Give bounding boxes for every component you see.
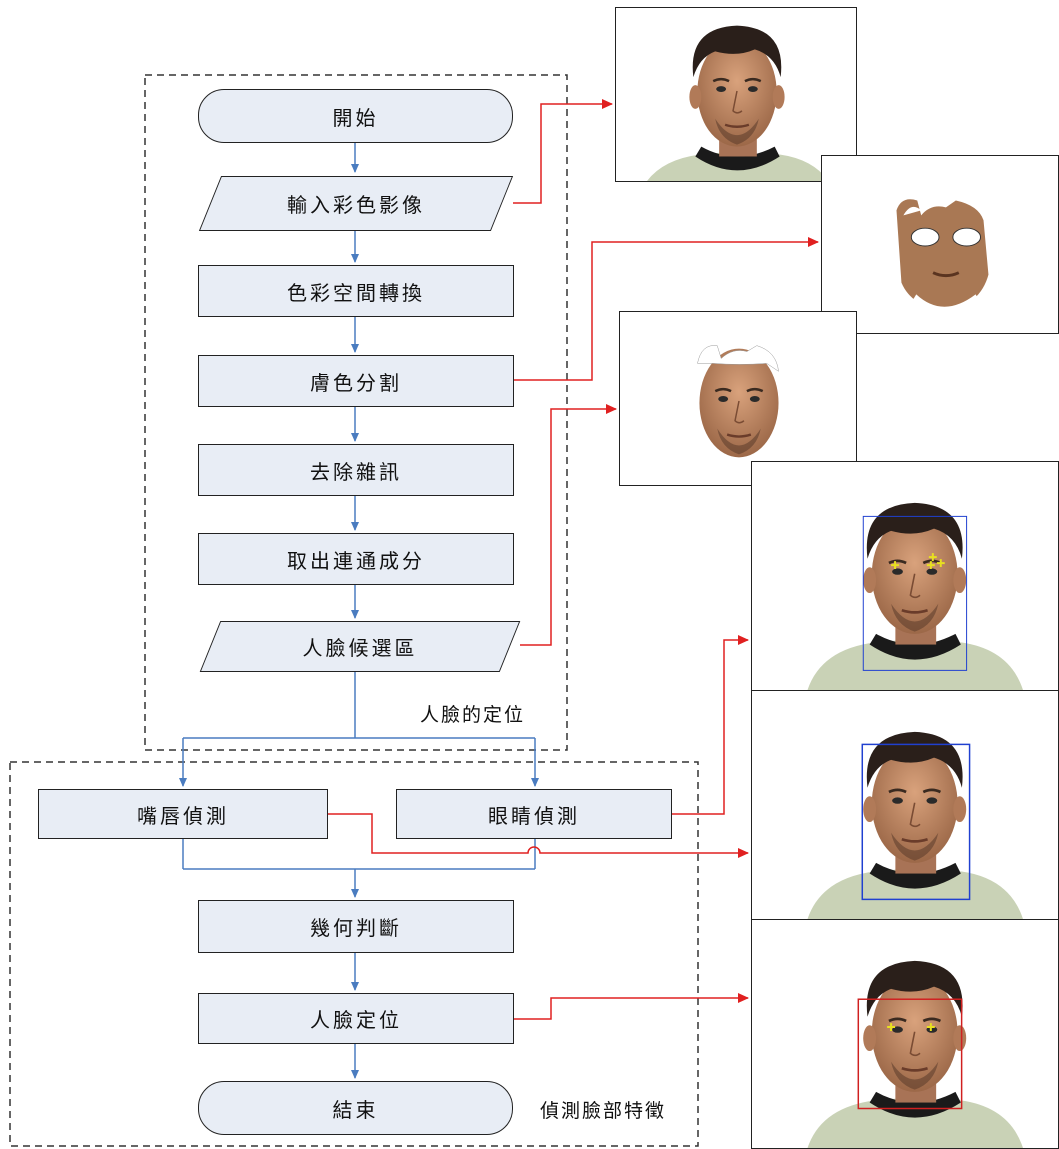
start-node: 開始 [198,89,513,143]
final-face-photo [751,919,1059,1149]
input-image-node: 輸入彩色影像 [198,176,514,231]
feature-detection-label: 偵測臉部特徵 [540,1100,667,1122]
eye-detection-label: 眼睛偵測 [488,803,580,828]
color-space-label: 色彩空間轉換 [287,280,425,305]
face-candidates-label: 人臉候選區 [302,636,418,660]
face-localize-label: 人臉定位 [310,1008,402,1032]
end-node: 結束 [198,1081,513,1135]
skin-segmentation-node: 膚色分割 [198,355,514,407]
geometry-check-node: 幾何判斷 [198,900,514,953]
eye-detection-node: 眼睛偵測 [396,789,672,839]
connected-components-node: 取出連通成分 [198,533,514,585]
face-localize-node: 人臉定位 [198,993,514,1044]
eye-detect-photo [751,461,1059,691]
face-candidates-node: 人臉候選區 [199,621,521,672]
geometry-check-label: 幾何判斷 [310,916,402,940]
connected-components-label: 取出連通成分 [287,548,425,573]
end-label: 結束 [332,1097,379,1122]
color-space-node: 色彩空間轉換 [198,265,514,317]
eye-markers [891,553,945,570]
skin-mask-photo [821,155,1059,334]
denoise-label: 去除雜訊 [310,459,402,484]
lip-detection-node: 嘴唇偵測 [38,789,328,839]
lip-detect-photo [751,690,1059,920]
original-photo [615,7,857,182]
lip-detection-label: 嘴唇偵測 [137,803,229,828]
denoise-node: 去除雜訊 [198,444,514,496]
final-eye-markers [887,1023,935,1032]
start-label: 開始 [332,105,379,130]
input-image-label: 輸入彩色影像 [287,193,425,217]
face-localization-label: 人臉的定位 [420,704,526,726]
skin-segmentation-label: 膚色分割 [310,370,402,395]
skin-segment-photo [619,311,857,486]
